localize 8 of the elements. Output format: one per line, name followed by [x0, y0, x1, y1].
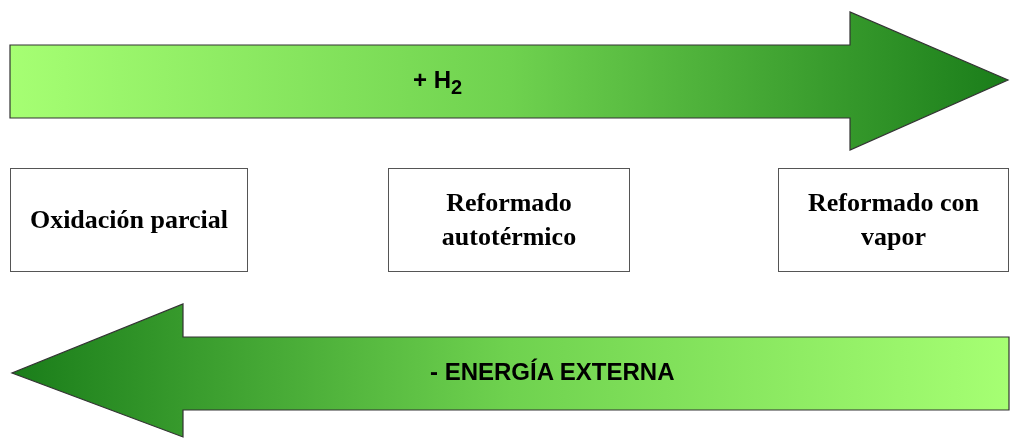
- process-box: [388, 168, 630, 272]
- process-box: [10, 168, 248, 272]
- process-name: Reformado con vapor: [806, 187, 981, 253]
- arrow-label: + H$_{2}$: [413, 66, 463, 99]
- process-name: Reformado autotérmico: [440, 187, 578, 253]
- process-box: [778, 168, 1009, 272]
- process-name: Oxidación parcial: [29, 204, 229, 237]
- arrow-label: - ENERGÍA EXTERNA: [430, 358, 675, 386]
